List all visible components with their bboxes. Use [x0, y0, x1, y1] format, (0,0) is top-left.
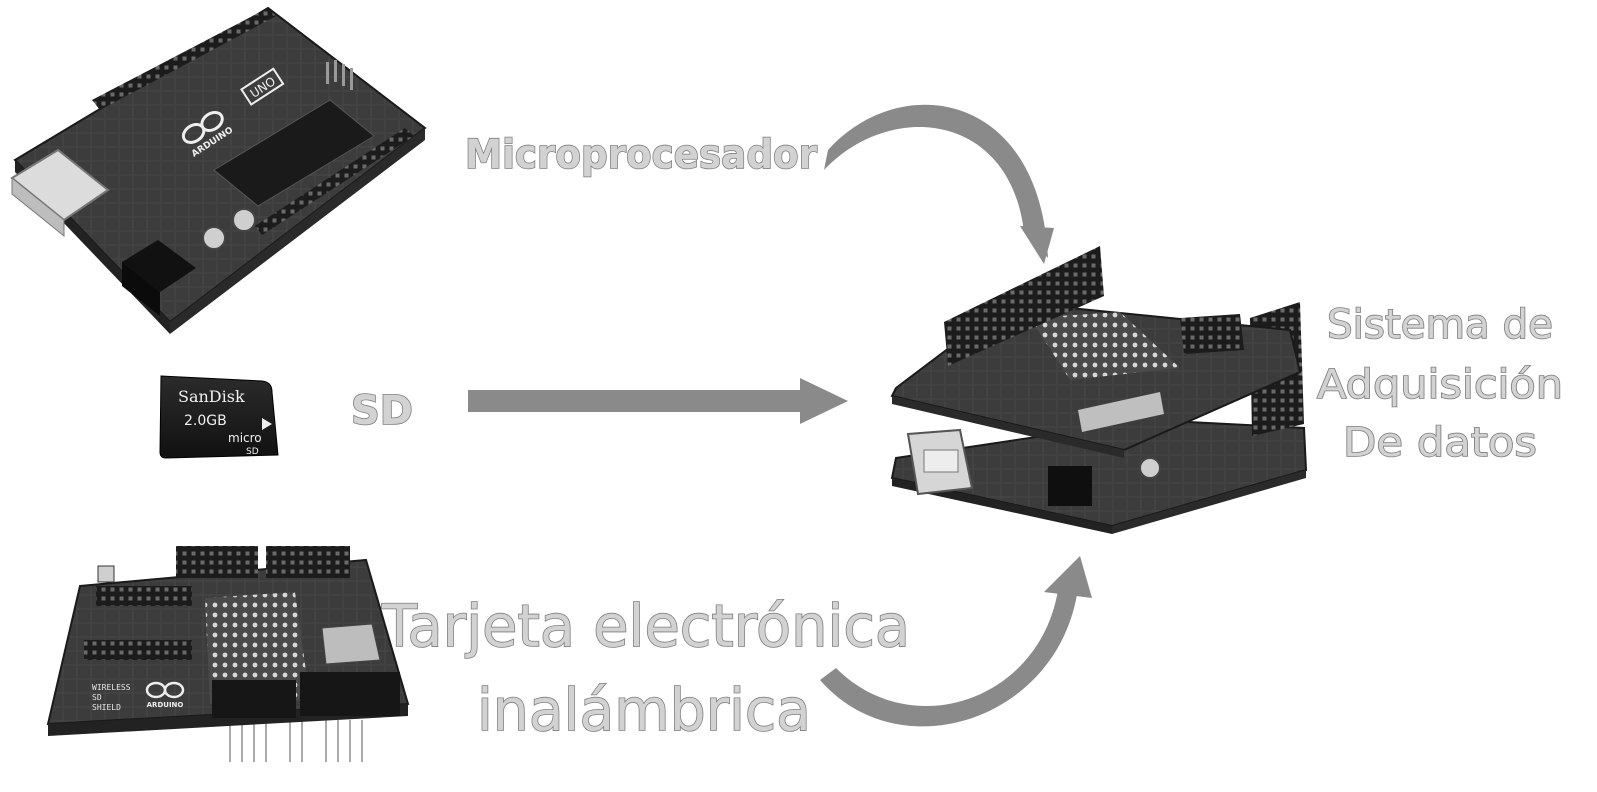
shield-text-line1: WIRELESS — [92, 683, 131, 692]
shield-text-line3: SHIELD — [92, 703, 121, 712]
wireless-label-line2: inalámbrica — [477, 676, 811, 744]
sd-type-label: micro — [228, 431, 262, 445]
acquisition-assembly-icon — [892, 246, 1306, 534]
system-label-line3: De datos — [1343, 420, 1537, 466]
arrow-sd-to-system — [468, 378, 848, 424]
wireless-shield-icon: WIRELESS SD SHIELD ARDUINO — [48, 546, 408, 762]
wireless-label-line1: Tarjeta electrónica — [381, 592, 910, 660]
arduino-uno-icon: ARDUINO UNO — [12, 8, 425, 334]
microprocessor-label: Microprocesador — [465, 132, 817, 178]
sd-type-suffix: SD — [246, 447, 259, 457]
micro-sd-icon: SanDisk 2.0GB micro SD — [160, 376, 278, 458]
shield-text-line2: SD — [92, 693, 102, 702]
shield-brand-label: ARDUINO — [147, 701, 184, 709]
system-label-line1: Sistema de — [1327, 302, 1553, 348]
sd-label: SD — [351, 388, 413, 434]
sd-brand-label: SanDisk — [178, 387, 245, 406]
sd-capacity-label: 2.0GB — [184, 413, 227, 429]
system-label-line2: Adquisición — [1317, 362, 1563, 408]
system-label: Sistema de Adquisición De datos — [1317, 302, 1563, 466]
arrow-microprocessor-to-system — [824, 105, 1054, 264]
